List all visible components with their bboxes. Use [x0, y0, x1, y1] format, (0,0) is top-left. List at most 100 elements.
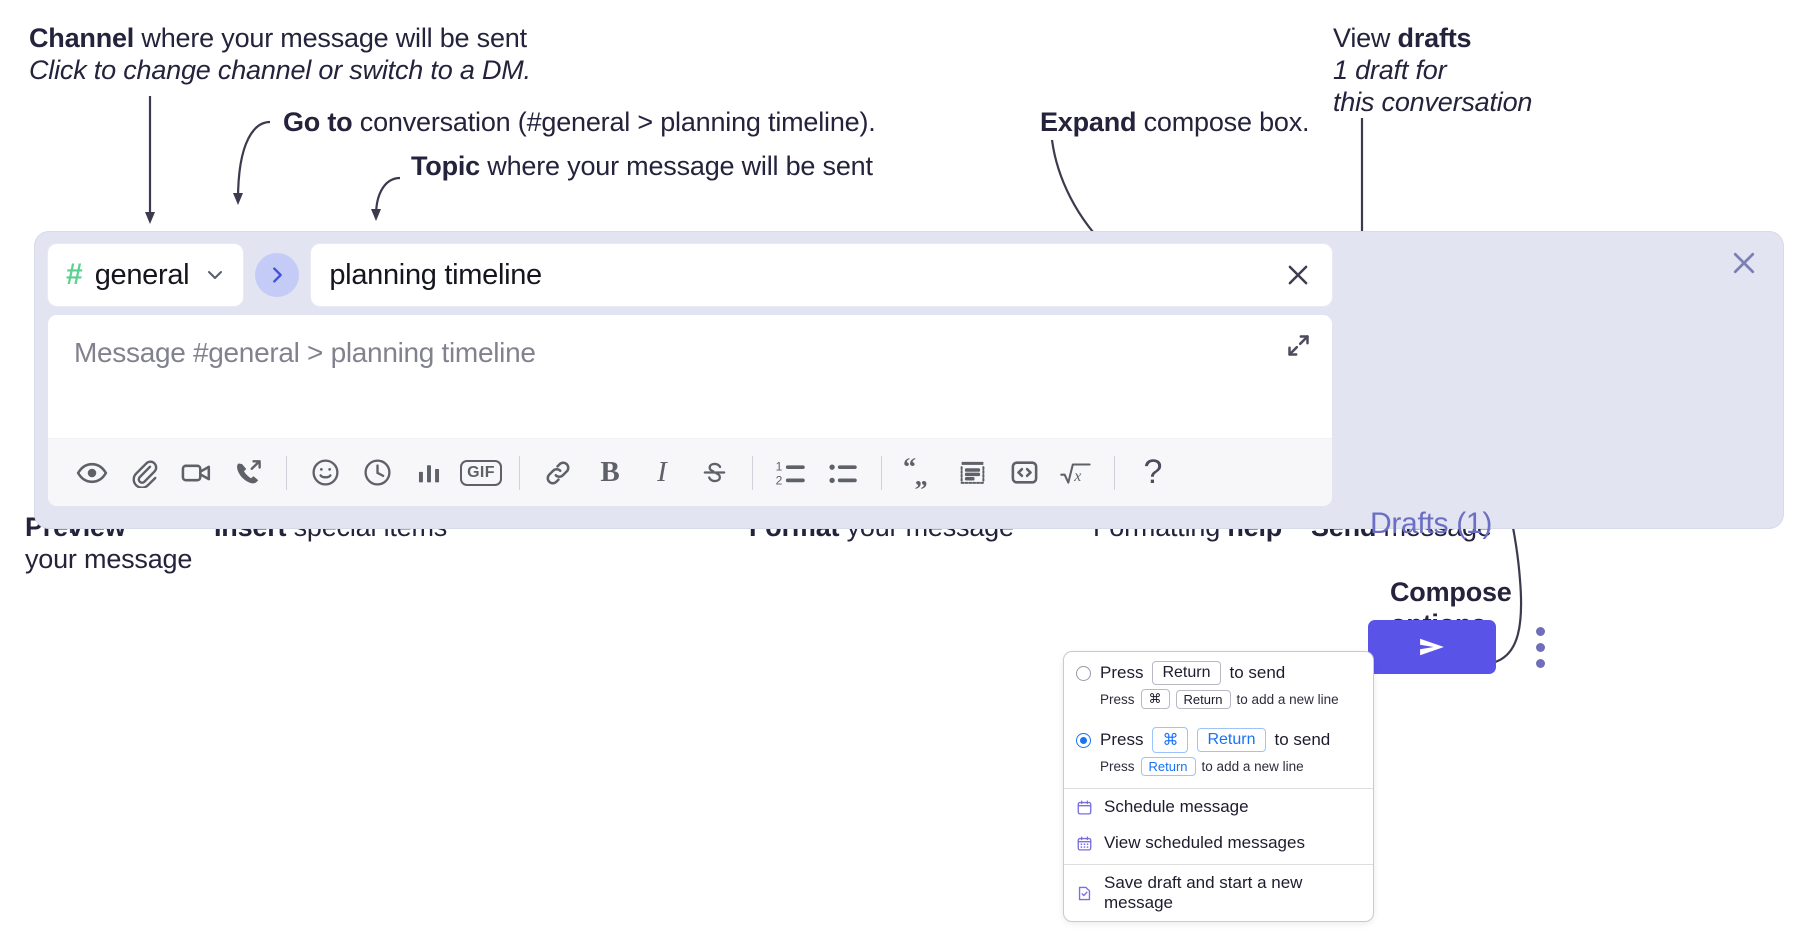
annotation-drafts-italic1: 1 draft for	[1333, 55, 1447, 86]
option1-sub-key-return: Return	[1175, 689, 1231, 709]
dot	[1535, 658, 1545, 668]
send-icon	[1420, 638, 1444, 656]
menu-item-view-scheduled-messages[interactable]: View scheduled messages	[1064, 825, 1373, 861]
annotation-compose-options-b1: Compose	[1390, 577, 1512, 607]
compose-panel: # general planning timeline Message #gen…	[35, 232, 1783, 674]
option1-sub-lead: Press	[1100, 691, 1135, 707]
annotation-channel-italic: Click to change channel or switch to a D…	[29, 55, 531, 86]
bold-icon[interactable]: B	[600, 456, 620, 488]
go-to-conversation-button[interactable]	[255, 253, 300, 297]
gif-label: GIF	[460, 459, 502, 486]
arrow-channel	[145, 212, 155, 224]
menu-item-label: View scheduled messages	[1104, 833, 1305, 852]
send-option-cmd-return[interactable]: Press ⌘ Return to send	[1064, 718, 1373, 753]
menu-divider	[1064, 788, 1373, 789]
blockquote-icon[interactable]: “ „	[894, 447, 946, 499]
option1-key-return: Return	[1152, 661, 1221, 685]
option1-tail: to send	[1229, 663, 1286, 682]
message-input[interactable]: Message #general > planning timeline	[48, 315, 1332, 438]
gif-icon[interactable]: GIF	[455, 447, 507, 499]
ordered-list-icon[interactable]: 1 2	[765, 447, 817, 499]
annotation-expand-rest: compose box.	[1136, 107, 1310, 137]
message-placeholder: Message #general > planning timeline	[74, 337, 536, 368]
poll-icon[interactable]	[403, 447, 455, 499]
svg-text:2: 2	[775, 474, 782, 488]
topic-input-wrapper[interactable]: planning timeline	[311, 244, 1332, 306]
annotation-goto-rest: conversation (#general > planning timeli…	[352, 107, 876, 137]
calendar-grid-icon	[1076, 835, 1093, 852]
link-icon[interactable]	[532, 447, 584, 499]
radio-cmd-return[interactable]	[1076, 732, 1091, 748]
toolbar-separator	[519, 455, 520, 490]
option2-key-return: Return	[1197, 728, 1266, 752]
clear-topic-icon[interactable]	[1278, 255, 1318, 295]
option2-sub-tail: to add a new line	[1201, 759, 1304, 774]
option1-sub-key-cmd: ⌘	[1140, 689, 1170, 709]
annotation-drafts-italic2: this conversation	[1333, 87, 1533, 118]
compose-inner: # general planning timeline Message #gen…	[48, 244, 1332, 516]
channel-selector[interactable]: # general	[48, 244, 244, 306]
menu-item-label: Save draft and start a new message	[1104, 873, 1303, 912]
help-icon[interactable]: ?	[1127, 447, 1179, 499]
annotation-goto-bold: Go to	[283, 107, 353, 137]
bulleted-list-icon[interactable]	[817, 447, 869, 499]
formatting-toolbar: GIF B I	[48, 438, 1332, 506]
send-button[interactable]	[1368, 620, 1496, 674]
close-icon[interactable]	[1725, 244, 1763, 282]
drafts-link[interactable]: Drafts (1)	[1370, 507, 1493, 540]
annotation-expand: Expand compose box.	[1040, 106, 1310, 138]
calendar-icon	[1076, 799, 1093, 816]
message-box: Message #general > planning timeline	[48, 315, 1332, 506]
svg-text:1: 1	[775, 460, 782, 474]
annotation-topic-bold: Topic	[411, 151, 480, 181]
chevron-down-icon	[203, 263, 227, 287]
annotation-channel-bold: Channel	[29, 23, 135, 53]
radio-return[interactable]	[1076, 665, 1091, 681]
annotation-channel-rest: where your message will be sent	[134, 23, 527, 53]
expand-icon[interactable]	[1278, 325, 1318, 365]
latex-icon[interactable]: x	[1050, 447, 1102, 499]
annotation-drafts-lead: View	[1333, 23, 1398, 53]
inline-code-icon[interactable]	[998, 447, 1050, 499]
compose-options-button[interactable]	[1522, 617, 1558, 677]
document-check-icon	[1076, 885, 1093, 902]
arrow-topic	[371, 209, 381, 221]
dot	[1535, 642, 1545, 652]
compose-header-row: # general planning timeline	[48, 244, 1332, 306]
annotation-drafts-bold: drafts	[1397, 23, 1472, 53]
send-option-return[interactable]: Press Return to send	[1064, 652, 1373, 685]
leader-goto	[236, 120, 271, 201]
option2-key-cmd: ⌘	[1152, 727, 1189, 753]
topic-input[interactable]: planning timeline	[329, 258, 542, 291]
menu-divider	[1064, 864, 1373, 865]
help-label: ?	[1143, 453, 1163, 491]
option1-sub-tail: to add a new line	[1236, 691, 1339, 707]
leader-topic	[374, 176, 401, 217]
arrow-goto	[233, 193, 243, 205]
svg-text:„: „	[915, 461, 928, 489]
compose-options-menu: Press Return to send Press ⌘ Return to a…	[1063, 651, 1374, 922]
toolbar-separator	[752, 455, 753, 490]
annotation-goto: Go to conversation (#general > planning …	[283, 106, 876, 138]
toolbar-separator	[881, 455, 882, 490]
audio-call-icon[interactable]	[222, 447, 274, 499]
toolbar-separator	[286, 455, 287, 490]
annotation-preview-rest: your message	[25, 544, 193, 575]
strikethrough-icon[interactable]	[688, 447, 740, 499]
clock-icon[interactable]	[351, 447, 403, 499]
italic-icon[interactable]: I	[657, 456, 667, 488]
hash-icon: #	[66, 258, 83, 291]
emoji-icon[interactable]	[299, 447, 351, 499]
menu-item-schedule-message[interactable]: Schedule message	[1064, 789, 1373, 825]
option2-sub-key-return: Return	[1140, 757, 1196, 776]
dot	[1535, 626, 1545, 636]
attachment-icon[interactable]	[118, 447, 170, 499]
preview-icon[interactable]	[66, 447, 118, 499]
video-icon[interactable]	[170, 447, 222, 499]
send-option-return-sub: Press ⌘ Return to add a new line	[1064, 685, 1373, 718]
toolbar-separator	[1114, 455, 1115, 490]
menu-item-save-draft[interactable]: Save draft and start a new message	[1064, 865, 1373, 921]
option1-lead: Press	[1100, 663, 1144, 682]
code-block-icon[interactable]	[946, 447, 998, 499]
annotation-topic-rest: where your message will be sent	[480, 151, 873, 181]
